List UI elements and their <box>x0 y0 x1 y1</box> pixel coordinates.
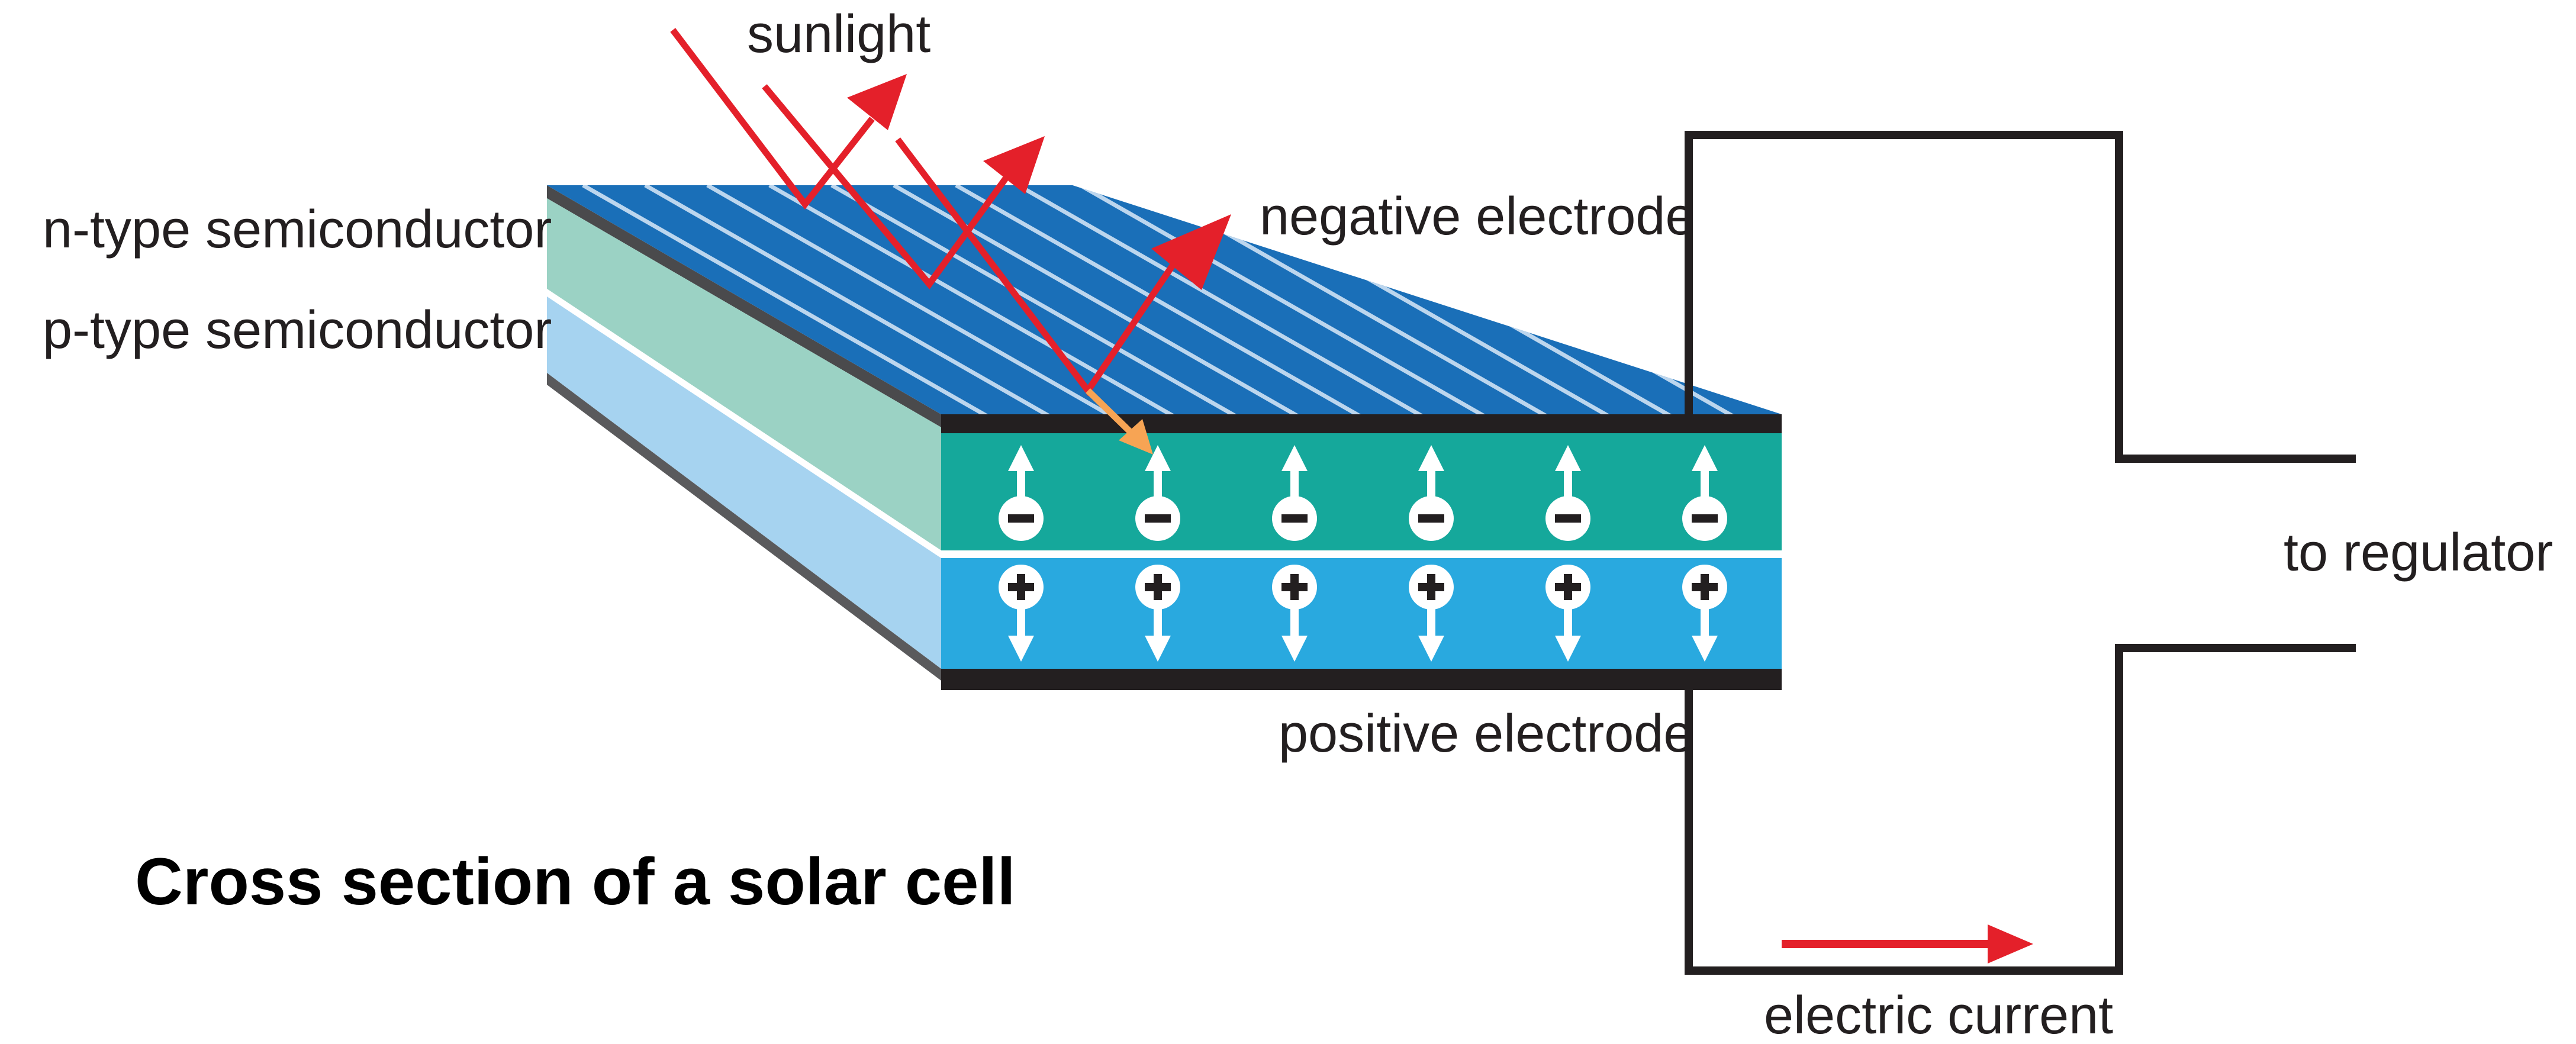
side-n-layer <box>547 198 941 550</box>
ray-1 <box>670 28 875 210</box>
negative-electrode-label: negative electrode <box>1260 187 1695 246</box>
electron-marker <box>1272 445 1317 541</box>
n-type-label: n-type semiconductor <box>43 200 552 259</box>
hole-marker <box>1272 565 1317 662</box>
top-grid-line <box>706 185 1123 414</box>
electron-marker <box>999 445 1044 541</box>
p-layer-front <box>941 558 1782 669</box>
charge-markers <box>999 445 1727 662</box>
electron-marker <box>1545 445 1590 541</box>
cell-front-face <box>941 414 1782 690</box>
top-grid-line <box>582 185 999 414</box>
ray-1-head <box>847 74 907 130</box>
n-layer-front <box>941 433 1782 550</box>
top-grid-line <box>955 185 1371 414</box>
hole-marker <box>1409 565 1454 662</box>
top-grid-line <box>830 185 1247 414</box>
electron-marker <box>1135 445 1180 541</box>
top-grid-line <box>768 185 1185 414</box>
sunlight-label: sunlight <box>747 5 930 64</box>
ray-3-head <box>1151 214 1231 290</box>
side-p-layer <box>547 297 941 669</box>
hole-marker <box>1682 565 1727 662</box>
positive-electrode-bar <box>941 669 1782 690</box>
electron-path-arrow <box>1086 388 1153 455</box>
ray-2 <box>762 84 1011 289</box>
ray-arrowheads <box>847 74 1231 290</box>
external-circuit <box>1685 131 2356 975</box>
p-type-label: p-type semiconductor <box>43 301 552 360</box>
top-grid-line <box>1079 185 1496 414</box>
ray-2-head <box>983 136 1045 194</box>
electric-current-label: electric current <box>1764 986 2113 1044</box>
hole-marker <box>1135 565 1180 662</box>
top-grid-line <box>644 185 1061 414</box>
side-dark-edge-top <box>547 185 941 427</box>
circuit-positive-wire <box>1685 644 2356 975</box>
current-arrow <box>1782 924 2033 964</box>
to-regulator-label: to regulator <box>2284 523 2553 582</box>
diagram-title: Cross section of a solar cell <box>135 845 1016 919</box>
negative-electrode-bar <box>941 414 1782 433</box>
positive-electrode-label: positive electrode <box>1279 704 1693 763</box>
side-dark-edge-bottom <box>547 373 941 681</box>
layer-gap <box>941 550 1782 558</box>
electron-marker <box>1682 445 1727 541</box>
circuit-negative-wire <box>1685 131 2356 463</box>
hole-marker <box>1545 565 1590 662</box>
electron-marker <box>1409 445 1454 541</box>
top-grid-line <box>1017 185 1434 414</box>
hole-marker <box>999 565 1044 662</box>
cell-side-face <box>547 185 941 681</box>
top-surface <box>547 185 1782 414</box>
side-gap <box>547 289 941 558</box>
